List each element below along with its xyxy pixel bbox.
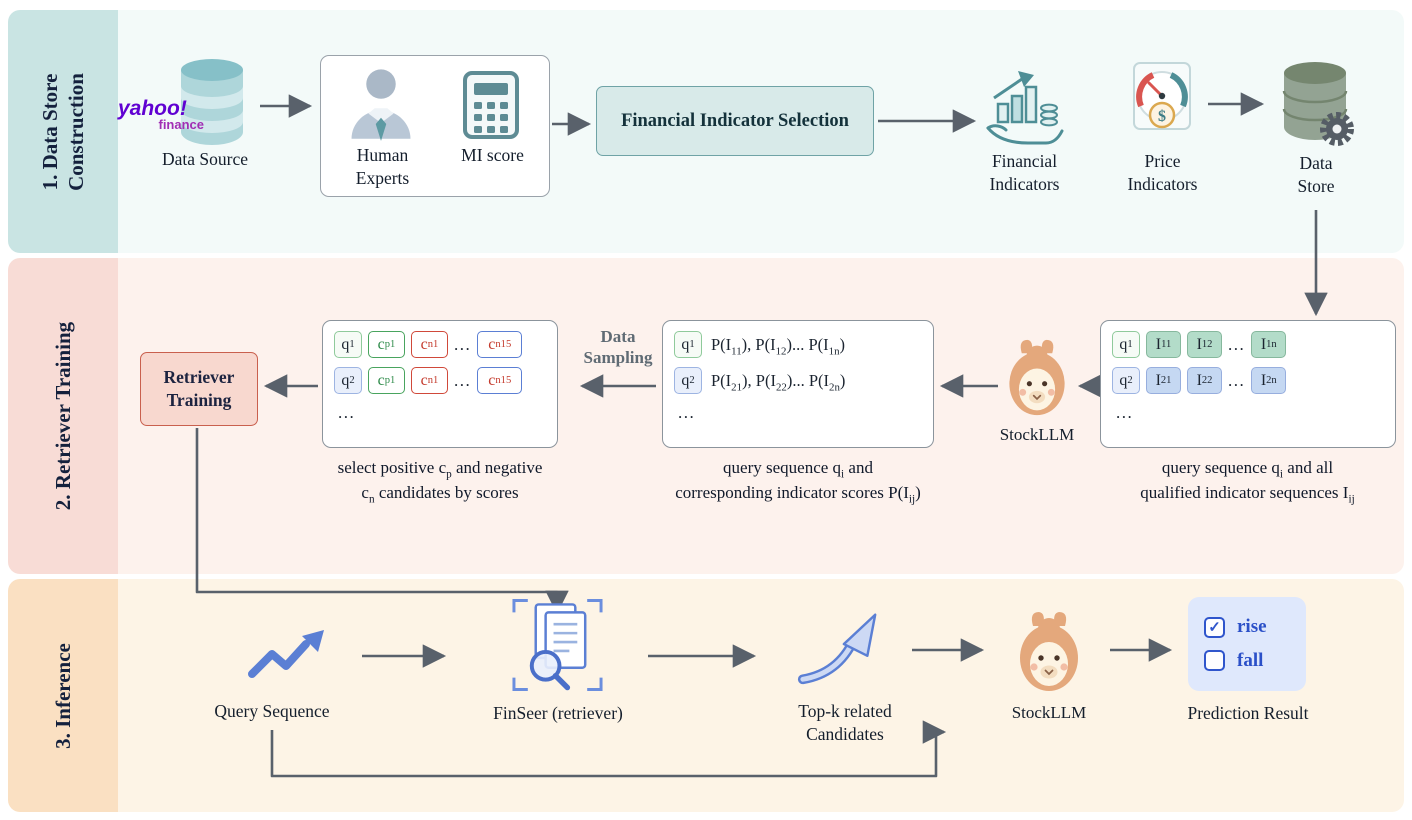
score-text-2: P(I21), P(I22)... P(I2n) <box>711 370 846 393</box>
data-sampling-label: Data Sampling <box>583 327 653 368</box>
fall-checkbox-unchecked[interactable] <box>1204 650 1225 672</box>
fall-label: fall <box>1237 649 1264 671</box>
financial-indicators-label: Financial Indicators <box>989 151 1060 194</box>
fall-option: fall <box>1204 650 1290 672</box>
ellipsis: ... <box>1228 334 1246 354</box>
yahoo-finance-text: finance <box>158 117 204 132</box>
section-2-title: 2. Retriever Training <box>50 321 75 511</box>
stockllm-inference-label: StockLLM <box>1011 703 1087 722</box>
section-1-title: 1. Data Store Construction <box>37 72 88 191</box>
rise-checkbox-checked[interactable]: ✓ <box>1204 616 1225 638</box>
financial-indicators-icon <box>986 71 1064 145</box>
human-experts-label: Human Experts <box>355 145 410 188</box>
data-store-icon <box>1282 62 1354 146</box>
ellipsis: ... <box>1228 370 1246 390</box>
yahoo-logo-text: yahoo! <box>118 97 187 120</box>
topk-candidates-icon <box>797 613 877 685</box>
mi-score-calculator-icon <box>463 71 519 139</box>
section-3-title: 3. Inference <box>50 642 75 749</box>
stockllm-llama-icon <box>1009 339 1065 416</box>
stockllm-llama-icon <box>1020 612 1078 691</box>
more-rows-ellipsis: ... <box>338 403 356 422</box>
prediction-result-label: Prediction Result <box>1187 703 1309 723</box>
human-experts-icon <box>351 69 411 141</box>
rise-label: rise <box>1237 616 1267 638</box>
more-rows-ellipsis: ... <box>1116 403 1134 422</box>
financial-indicator-selection-box: Financial Indicator Selection <box>596 86 874 156</box>
price-indicators-icon: $ <box>1133 62 1191 130</box>
yahoo-finance-logo: yahoo! finance <box>118 98 204 131</box>
query-sequence-label: Query Sequence <box>214 701 330 721</box>
mi-score-label: MI score <box>461 145 524 165</box>
section-1-label-column: 1. Data Store Construction <box>8 10 118 253</box>
section-2-label-column: 2. Retriever Training <box>8 258 118 574</box>
finseer-retriever-icon <box>512 598 603 692</box>
prediction-result-box: ✓ rise fall <box>1188 597 1306 691</box>
section-3-label-column: 3. Inference <box>8 579 118 812</box>
finseer-label: FinSeer (retriever) <box>493 703 623 723</box>
data-store-label: Data Store <box>1297 153 1335 196</box>
more-rows-ellipsis: ... <box>678 403 696 422</box>
retriever-training-box: Retriever Training <box>140 352 258 426</box>
rise-option: ✓ rise <box>1204 616 1290 638</box>
price-indicators-label: Price Indicators <box>1127 151 1198 194</box>
database-cylinder-icon <box>181 59 243 145</box>
score-text-1: P(I11), P(I12)... P(I1n) <box>711 334 845 357</box>
check-icon: ✓ <box>1208 619 1221 636</box>
ellipsis: ... <box>454 334 472 354</box>
query-sequence-icon <box>248 630 324 678</box>
stockllm-label: StockLLM <box>999 425 1075 444</box>
ellipsis: ... <box>454 370 472 390</box>
data-source-label: Data Source <box>161 149 248 169</box>
dollar-glyph: $ <box>1158 108 1166 125</box>
topk-label: Top-k related Candidates <box>798 701 892 744</box>
